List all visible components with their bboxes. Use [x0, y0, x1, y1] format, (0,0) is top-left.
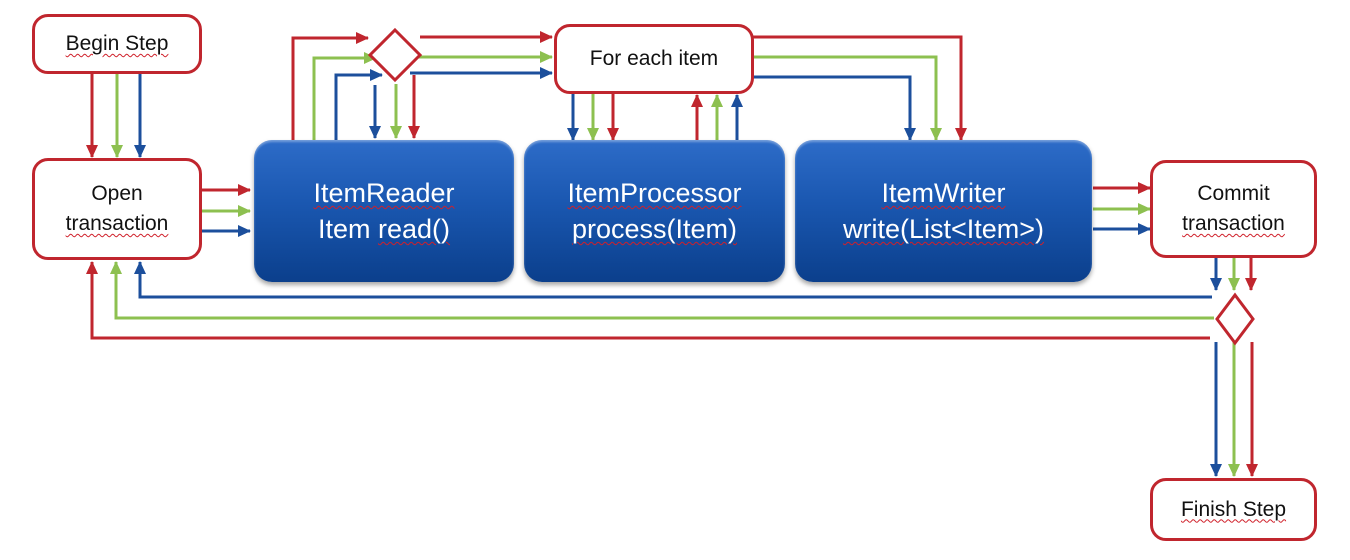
item-writer-box: ItemWriter write(List<Item>)	[795, 140, 1092, 282]
item-reader-box: ItemReader Item read()	[254, 140, 514, 282]
decision-diamond-bottom	[1215, 292, 1255, 346]
decision-diamond-top	[367, 27, 423, 83]
arrow-reader-to-decision-red	[291, 32, 369, 140]
item-writer-title: ItemWriter	[881, 178, 1006, 208]
item-reader-method-name: read()	[377, 214, 451, 244]
for-each-item-node: For each item	[554, 24, 754, 94]
open-transaction-node: Open transaction	[32, 158, 202, 260]
arrow-foreach-to-writer-blue	[752, 75, 916, 141]
arrow-reader-to-decision-blue	[334, 69, 383, 140]
arrow-decision-to-open-green	[110, 261, 1214, 320]
item-processor-title: ItemProcessor	[567, 178, 742, 208]
arrow-decision-to-open-blue	[134, 261, 1212, 299]
finish-step-label: Finish Step	[1180, 497, 1287, 521]
item-reader-title: ItemReader	[313, 178, 455, 208]
for-each-item-label: For each item	[589, 47, 719, 70]
open-transaction-label-line2: transaction	[65, 212, 169, 235]
commit-transaction-label-line2: transaction	[1182, 212, 1285, 235]
commit-transaction-label-line1: Commit	[1197, 182, 1270, 205]
arrow-foreach-to-writer-green	[752, 55, 942, 141]
begin-step-node: Begin Step	[32, 14, 202, 74]
arrow-foreach-to-writer-red	[752, 35, 967, 141]
item-reader-method-type: Item	[317, 214, 378, 244]
commit-transaction-node: Commit transaction	[1150, 160, 1317, 258]
open-transaction-label-line1: Open	[91, 182, 143, 205]
item-processor-box: ItemProcessor process(Item)	[524, 140, 785, 282]
begin-step-label: Begin Step	[65, 32, 169, 55]
arrow-reader-to-decision-green	[312, 52, 377, 140]
item-reader-method: Item read()	[318, 211, 450, 247]
finish-step-node: Finish Step	[1150, 478, 1317, 541]
item-writer-method: write(List<Item>)	[842, 214, 1045, 244]
arrow-decision-to-open-red	[86, 261, 1210, 340]
item-processor-method: process(Item)	[571, 214, 738, 244]
